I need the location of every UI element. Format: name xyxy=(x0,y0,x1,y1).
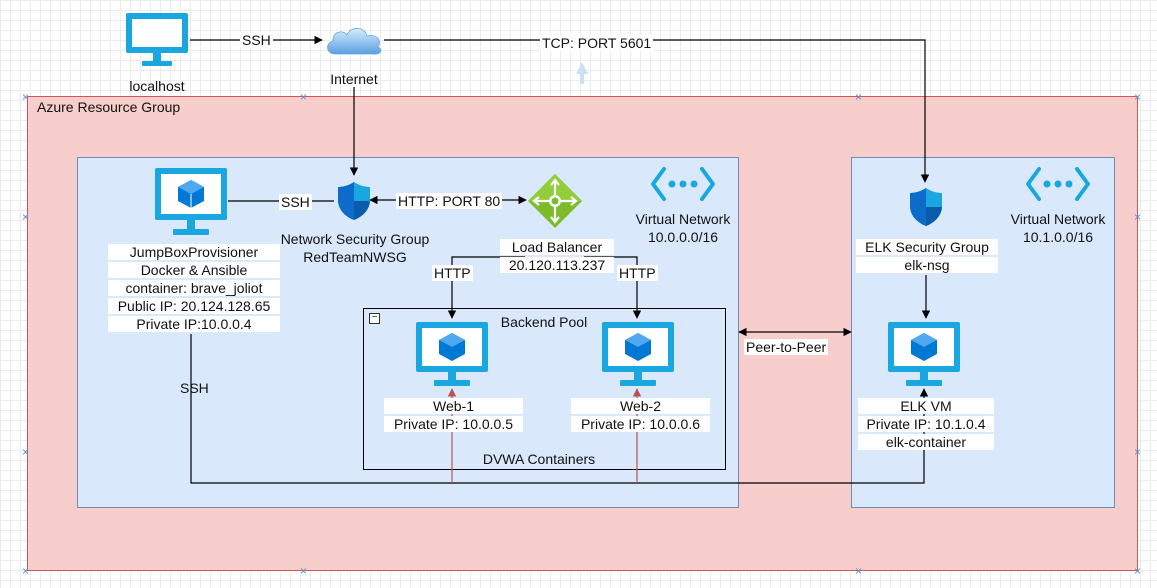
dvwa-containers-label: DVWA Containers xyxy=(482,451,596,467)
jumpbox-public-ip: Public IP: 20.124.128.65 xyxy=(108,298,280,314)
elk-nsg-name: elk-nsg xyxy=(856,257,998,273)
elk-nsg-label: ELK Security Group xyxy=(856,239,998,255)
jumpbox-private-ip: Private IP:10.0.0.4 xyxy=(108,316,280,332)
elk-nsg-shield-icon[interactable] xyxy=(908,186,944,228)
edge-label-tcp: TCP: PORT 5601 xyxy=(540,35,654,51)
resize-handle-r2[interactable]: × xyxy=(1134,445,1142,459)
elk-vm-name: ELK VM xyxy=(858,398,994,414)
resize-handle-r1[interactable]: × xyxy=(1134,210,1142,224)
resize-handle-tr[interactable]: × xyxy=(1134,90,1142,104)
vnet1-title: Virtual Network xyxy=(635,211,731,227)
edge-label-ssh-top: SSH xyxy=(240,32,273,48)
web2-vm-icon[interactable] xyxy=(600,320,676,390)
internet-cloud-icon[interactable] xyxy=(323,24,385,58)
web2-ip: Private IP: 10.0.0.6 xyxy=(571,416,710,432)
edge-label-http-left: HTTP xyxy=(432,265,473,281)
elk-vm-container: elk-container xyxy=(858,434,994,450)
resize-handle-l1[interactable]: × xyxy=(22,210,30,224)
edge-label-peer: Peer-to-Peer xyxy=(744,339,829,355)
jumpbox-software: Docker & Ansible xyxy=(108,262,280,278)
internet-label: Internet xyxy=(330,71,378,87)
nsg-name: RedTeamNWSG xyxy=(303,249,407,265)
web1-ip: Private IP: 10.0.0.5 xyxy=(384,416,523,432)
vnet2-title: Virtual Network xyxy=(1010,211,1106,227)
web1-vm-icon[interactable] xyxy=(414,320,490,390)
resize-handle-b2[interactable]: × xyxy=(855,564,863,578)
elk-vm-ip: Private IP: 10.1.0.4 xyxy=(858,416,994,432)
vnet2-cidr: 10.1.0.0/16 xyxy=(1022,229,1094,245)
jumpbox-name: JumpBoxProvisioner xyxy=(108,244,280,260)
jumpbox-vm-icon[interactable] xyxy=(153,166,229,240)
lb-ip: 20.120.113.237 xyxy=(500,257,614,273)
lb-label: Load Balancer xyxy=(500,239,614,255)
vnet1-cidr: 10.0.0.0/16 xyxy=(647,229,719,245)
edge-label-http80: HTTP: PORT 80 xyxy=(396,193,503,209)
load-balancer-icon[interactable] xyxy=(527,173,583,229)
vnet1-icon xyxy=(651,167,715,201)
localhost-label: localhost xyxy=(129,78,185,94)
localhost-monitor-icon[interactable] xyxy=(124,11,190,69)
resize-handle-t2[interactable]: × xyxy=(855,90,863,104)
resize-handle-t1[interactable]: × xyxy=(300,90,308,104)
resource-group-label: Azure Resource Group xyxy=(37,99,181,115)
web1-name: Web-1 xyxy=(384,398,523,414)
hint-arrow-icon xyxy=(576,62,588,84)
backend-pool-container xyxy=(363,308,726,470)
resize-handle-tl[interactable]: × xyxy=(22,90,30,104)
resize-handle-br[interactable]: × xyxy=(1134,564,1142,578)
jumpbox-container: container: brave_joliot xyxy=(108,280,280,296)
collapse-toggle[interactable]: − xyxy=(369,313,380,324)
resize-handle-l2[interactable]: × xyxy=(22,445,30,459)
web2-name: Web-2 xyxy=(571,398,710,414)
nsg-shield-icon[interactable] xyxy=(336,180,372,222)
resize-handle-b1[interactable]: × xyxy=(300,564,308,578)
elk-vm-icon[interactable] xyxy=(886,320,962,390)
edge-internet-elk xyxy=(384,39,930,183)
edge-label-http-right: HTTP xyxy=(617,265,658,281)
resize-handle-bl[interactable]: × xyxy=(22,564,30,578)
backend-pool-title: Backend Pool xyxy=(500,314,588,330)
nsg-label: Network Security Group xyxy=(280,231,430,247)
edge-label-ssh-jump: SSH xyxy=(279,194,312,210)
edge-label-ssh-down: SSH xyxy=(180,380,209,396)
vnet2-icon xyxy=(1026,167,1090,201)
